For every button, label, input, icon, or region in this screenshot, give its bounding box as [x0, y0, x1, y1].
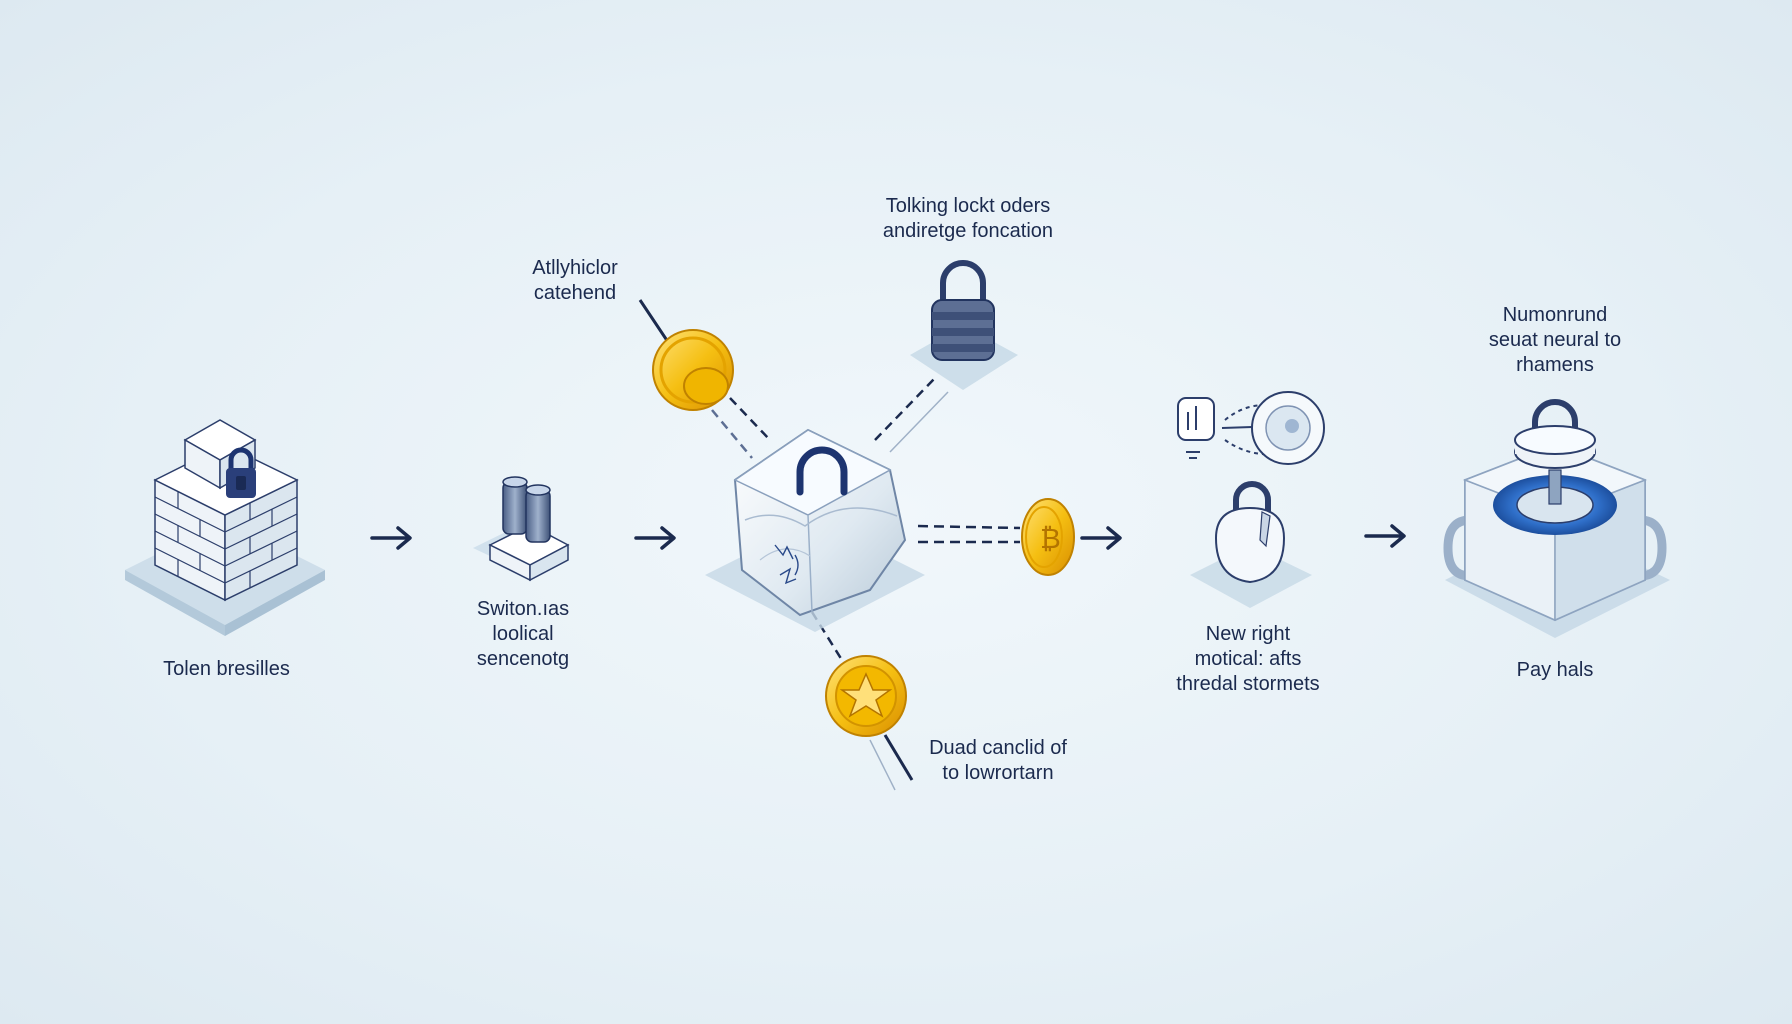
stage-4-label-line-1: New right — [1205, 623, 1291, 645]
hub-connectors — [638, 299, 1021, 791]
stage-5-top-label-line-2: seuat neural to — [1488, 329, 1622, 351]
svg-text:₿: ₿ — [1040, 522, 1061, 555]
stage-4-white-lock-icon — [1190, 481, 1312, 608]
stage-1-label-line-1: Tolen bresilles — [163, 658, 290, 680]
stage-1-label: Tolen bresilles — [134, 657, 319, 682]
hub-ice-cube — [705, 428, 925, 632]
stage-4-label: New right motical: afts thredal stormets — [1148, 622, 1348, 697]
flow-arrow-3 — [1080, 526, 1122, 550]
hub-top-label-line-2: andiretge foncation — [882, 220, 1054, 242]
hub-top-label-line-1: Tolking lockt oders — [885, 195, 1051, 217]
stage-5-top-label-line-1: Numonrund — [1502, 304, 1608, 326]
stage-4-label-line-3: thredal stormets — [1176, 673, 1320, 695]
stage-2-label-line-3: sencenotg — [476, 648, 570, 670]
stage-2-label: Switon.ıas loolical sencenotg — [448, 597, 598, 672]
hub-bottom-label-line-1: Duad canclid of — [929, 737, 1067, 759]
flow-arrow-1 — [370, 526, 412, 550]
stage-4-tech-icons — [1177, 391, 1325, 465]
flow-arrow-2 — [634, 526, 676, 550]
flow-arrow-4 — [1364, 524, 1406, 548]
stage-1-block-stack — [125, 419, 325, 636]
stage-2-label-line-2: loolical — [492, 623, 554, 645]
stage-4-label-line-2: motical: afts — [1194, 648, 1302, 670]
stage-5-top-label: Numonrund seuat neural to rhamens — [1460, 303, 1650, 378]
hub-left-label-line-2: catehend — [533, 282, 617, 304]
stage-5-bottom-label-line-1: Pay hals — [1516, 659, 1594, 681]
hub-bottom-label: Duad canclid of to lowrortarn — [908, 736, 1088, 786]
stage-2-canisters-icon — [473, 476, 570, 582]
hub-top-lock-icon — [910, 260, 1018, 390]
hub-gold-coin-left — [652, 329, 734, 411]
hub-left-label: Atllyhiclor catehend — [505, 256, 645, 306]
hub-bottom-label-line-2: to lowrortarn — [942, 762, 1054, 784]
hub-top-label: Tolking lockt oders andiretge foncation — [848, 194, 1088, 244]
stage-5-bottom-label: Pay hals — [1480, 658, 1630, 683]
hub-gold-coin-bottom — [825, 655, 907, 737]
stage-5-top-label-line-3: rhamens — [1516, 354, 1594, 376]
hub-left-label-line-1: Atllyhiclor — [532, 257, 618, 279]
stage-5-vault-icon — [1443, 399, 1670, 638]
hub-gold-coin-right: ₿ — [1021, 498, 1075, 576]
stage-1-lock-icon — [226, 447, 256, 498]
stage-2-label-line-1: Switon.ıas — [476, 598, 570, 620]
